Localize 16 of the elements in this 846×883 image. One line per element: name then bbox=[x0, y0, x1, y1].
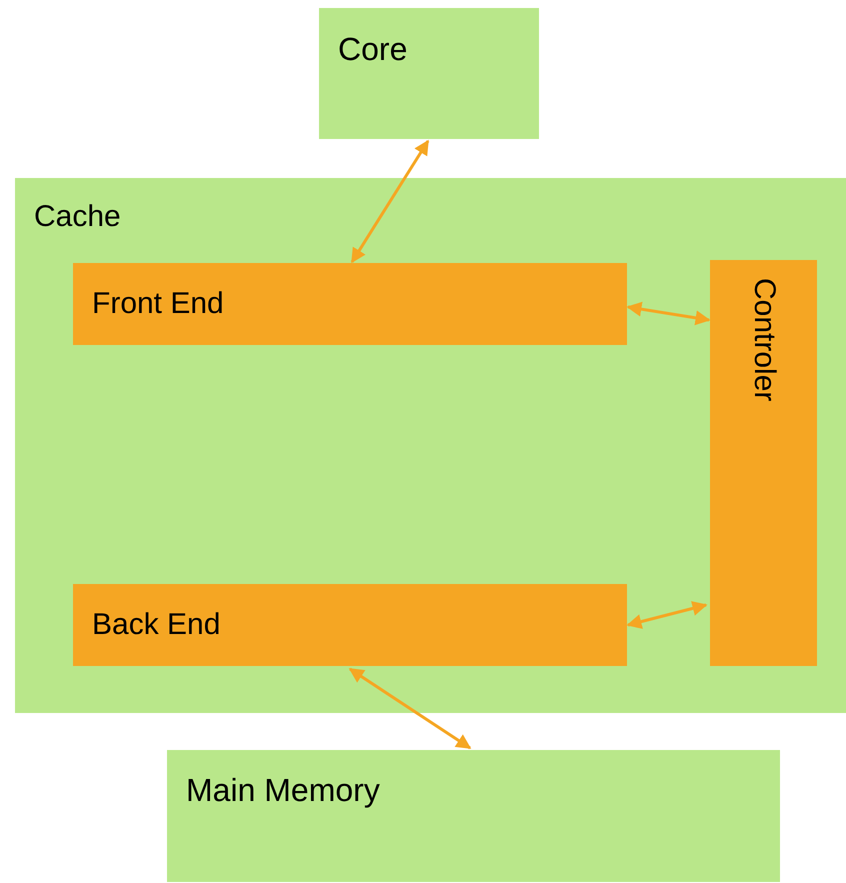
double-arrow bbox=[350, 140, 430, 264]
node-label: Back End bbox=[92, 608, 220, 642]
node-label: Main Memory bbox=[186, 772, 380, 809]
double-arrow bbox=[348, 668, 472, 750]
node-label: Controler bbox=[746, 278, 781, 402]
double-arrow bbox=[626, 302, 710, 326]
component-box bbox=[73, 584, 627, 666]
container-box bbox=[15, 178, 846, 713]
node-label: Cache bbox=[34, 200, 121, 234]
component-box bbox=[319, 8, 539, 139]
component-box bbox=[73, 263, 627, 345]
node-label: Front End bbox=[92, 287, 224, 322]
double-arrow bbox=[626, 601, 708, 629]
node-label: Core bbox=[338, 31, 408, 68]
component-box bbox=[167, 750, 780, 882]
component-box bbox=[710, 260, 817, 666]
